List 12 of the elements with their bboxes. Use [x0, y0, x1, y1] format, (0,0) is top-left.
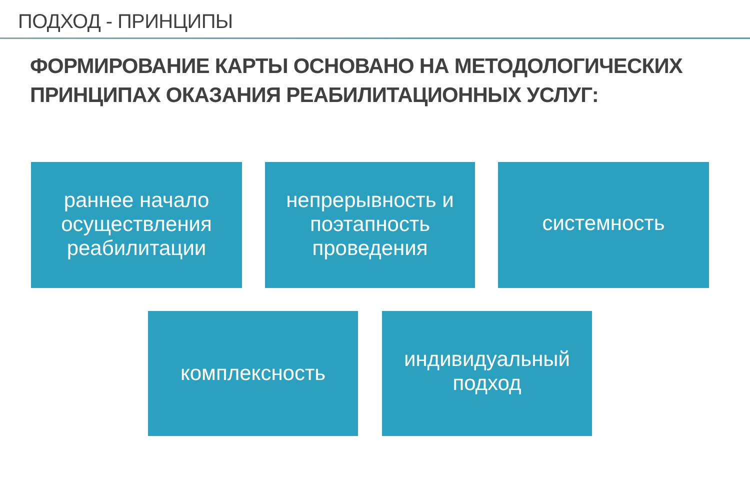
principle-box — [382, 311, 592, 436]
principle-text: раннее начало осуществления реабилитации — [60, 189, 213, 261]
principle-box — [31, 162, 242, 288]
principle-text: комплексность — [180, 362, 326, 386]
principle-text: непрерывность и поэтапность проведения — [285, 189, 455, 261]
subheading: ФОРМИРОВАНИЕ КАРТЫ ОСНОВАНО НА МЕТОДОЛОГИЧЕСКИХ ПРИНЦИПАХ ОКАЗАНИЯ РЕАБИЛИТАЦИОННЫХ УСЛУГ: — [30, 54, 684, 109]
principle-box — [265, 162, 475, 288]
principle-text: индивидуальный подход — [402, 348, 571, 396]
principle-text: системность — [542, 212, 665, 236]
slide-title: ПОДХОД - ПРИНЦИПЫ — [18, 11, 233, 34]
principle-box — [148, 311, 358, 436]
principle-box — [498, 162, 709, 288]
